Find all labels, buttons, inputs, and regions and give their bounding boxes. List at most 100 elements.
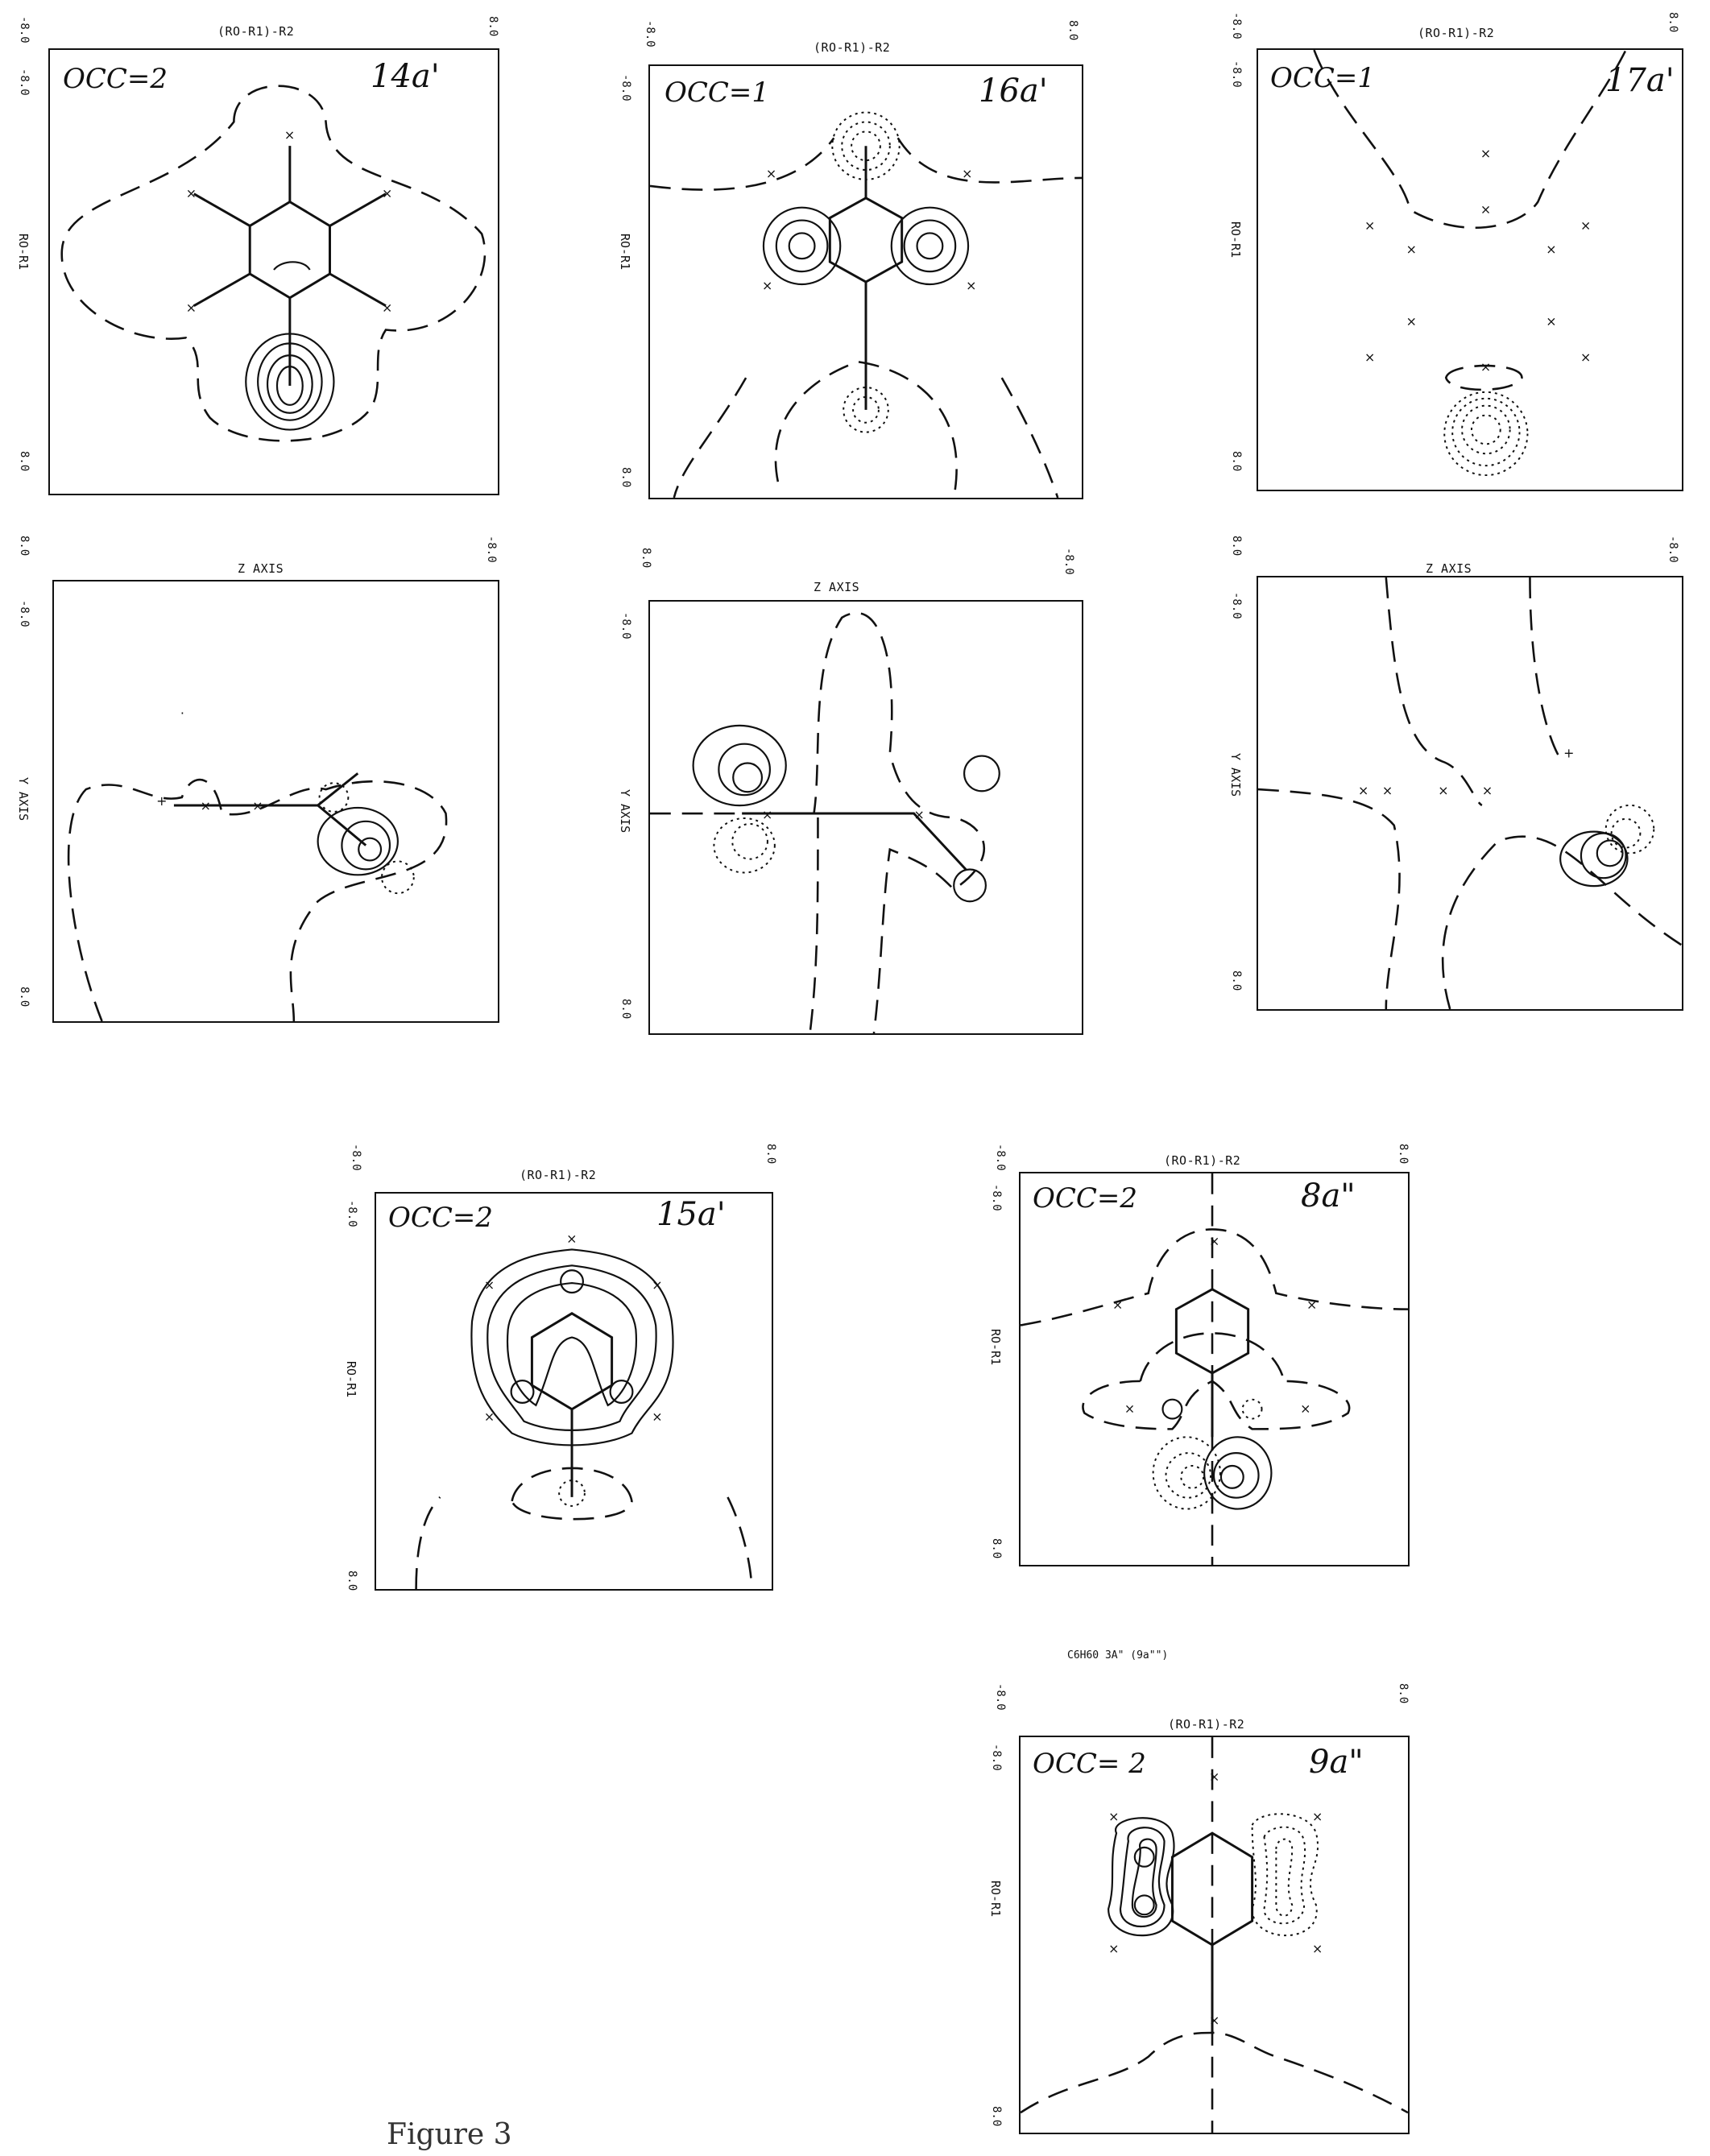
svg-text:×: ×: [1108, 1809, 1119, 1824]
svg-text:×: ×: [1358, 783, 1368, 798]
tick-top-right: 8.0: [1397, 1144, 1410, 1165]
orbital-label: 17a': [1605, 62, 1675, 99]
tick-left-bottom: 8.0: [18, 451, 31, 472]
svg-text:×: ×: [1546, 313, 1556, 329]
svg-text:×: ×: [1480, 359, 1491, 375]
tick-top-left: -8.0: [18, 16, 31, 43]
contour-plot: × ×: [650, 611, 1000, 1033]
occupancy-label: OCC=2: [1033, 1182, 1138, 1215]
axis-label: Y AXIS: [618, 789, 632, 834]
panel-title: (RO-R1)-R2: [814, 40, 891, 55]
svg-text:×: ×: [652, 1277, 662, 1293]
occupancy-label: OCC=2: [63, 63, 168, 95]
tick-top-right: 8.0: [1667, 12, 1679, 33]
svg-text:×: ×: [186, 300, 197, 316]
orbital-label: 16a': [979, 72, 1048, 110]
svg-text:×: ×: [962, 166, 972, 181]
axis-label: RO-R1: [988, 1329, 1003, 1366]
svg-text:+: +: [1563, 745, 1574, 760]
tick-left-top: -8.0: [18, 600, 31, 627]
svg-text:×: ×: [1364, 217, 1375, 233]
svg-text:×: ×: [201, 798, 211, 813]
svg-text:·: ·: [180, 706, 184, 721]
svg-text:×: ×: [1124, 1401, 1135, 1417]
tick-left-top: -8.0: [990, 1184, 1003, 1211]
svg-text:×: ×: [1480, 202, 1491, 217]
contour-plot: × × × × ×: [415, 1231, 753, 1589]
svg-text:×: ×: [1406, 242, 1417, 257]
tick-left-bottom: 8.0: [346, 1570, 358, 1591]
plot-frame: × × × × +: [1257, 576, 1683, 1011]
occupancy-label: OCC= 2: [1033, 1748, 1146, 1780]
svg-text:×: ×: [766, 166, 776, 181]
svg-text:×: ×: [186, 186, 197, 201]
tick-top-left: -8.0: [994, 1683, 1007, 1711]
panel-title: (RO-R1)-R2: [520, 1168, 597, 1182]
svg-text:×: ×: [1209, 2013, 1219, 2028]
tick-top-right: 8.0: [1397, 1683, 1410, 1704]
contour-plot: × × × ×: [650, 111, 1082, 498]
svg-text:×: ×: [566, 1231, 577, 1246]
axis-label: RO-R1: [618, 234, 632, 271]
orbital-label: 14a': [371, 58, 440, 95]
plot-frame: × × × × ×: [1019, 1172, 1410, 1566]
svg-text:×: ×: [1406, 313, 1417, 329]
svg-text:×: ×: [1482, 783, 1493, 798]
orbital-label: 8a": [1301, 1177, 1356, 1215]
occupancy-label: OCC=2: [388, 1202, 494, 1234]
svg-text:×: ×: [1580, 217, 1591, 233]
figure-caption: Figure 3: [387, 2118, 512, 2151]
axis-label: RO-R1: [344, 1361, 358, 1398]
plot-stamp: C6H60 3A" (9a""): [1067, 1649, 1169, 1661]
tick-top-right: -8.0: [1062, 548, 1075, 575]
orbital-label: 9a": [1309, 1744, 1364, 1781]
svg-text:×: ×: [1312, 1941, 1323, 1956]
plot-frame: × × × ×: [648, 64, 1083, 499]
contour-plot: × × × × ×: [1021, 1173, 1408, 1565]
tick-left-bottom: 8.0: [990, 1538, 1003, 1559]
axis-label: RO-R1: [1228, 221, 1243, 259]
tick-top-right: 8.0: [487, 16, 499, 37]
tick-left-bottom: 8.0: [1230, 970, 1243, 991]
panel-title: (RO-R1)-R2: [1164, 1153, 1241, 1168]
svg-text:×: ×: [1580, 350, 1591, 365]
tick-top-left: 8.0: [640, 548, 652, 569]
svg-text:×: ×: [762, 278, 772, 293]
svg-text:×: ×: [966, 278, 976, 293]
tick-left-top: -8.0: [619, 74, 632, 101]
panel-title: (RO-R1)-R2: [1418, 26, 1495, 40]
tick-top-right: 8.0: [1066, 20, 1079, 41]
svg-text:×: ×: [1306, 1297, 1317, 1313]
tick-top-left: -8.0: [350, 1144, 362, 1171]
svg-text:×: ×: [762, 807, 772, 822]
axis-label: Y AXIS: [1228, 753, 1243, 797]
svg-text:+: +: [156, 793, 167, 809]
tick-left-bottom: 8.0: [990, 2106, 1003, 2127]
svg-text:×: ×: [1546, 242, 1556, 257]
axis-label: RO-R1: [16, 234, 31, 271]
svg-text:×: ×: [1438, 783, 1448, 798]
panel-title: (RO-R1)-R2: [1168, 1717, 1245, 1732]
svg-text:×: ×: [1209, 1233, 1219, 1248]
contour-plot: + × × ·: [67, 706, 448, 1021]
tick-left-bottom: 8.0: [18, 987, 31, 1008]
svg-text:×: ×: [1382, 783, 1393, 798]
svg-text:×: ×: [652, 1409, 662, 1425]
tick-left-bottom: 8.0: [619, 999, 632, 1020]
svg-text:×: ×: [284, 127, 295, 143]
orbital-label: 15a': [656, 1196, 726, 1233]
svg-text:×: ×: [914, 807, 925, 822]
svg-text:×: ×: [1209, 1769, 1219, 1785]
plot-frame: × × × × ×: [375, 1192, 773, 1591]
svg-text:×: ×: [1480, 146, 1491, 161]
panel-title: Z AXIS: [238, 561, 284, 576]
svg-text:×: ×: [252, 798, 263, 813]
svg-text:×: ×: [382, 300, 392, 316]
panel-title: Z AXIS: [814, 580, 860, 594]
plot-frame: × ×: [648, 600, 1083, 1035]
axis-label: RO-R1: [988, 1881, 1003, 1918]
svg-text:×: ×: [382, 186, 392, 201]
svg-text:×: ×: [1300, 1401, 1310, 1417]
tick-top-right: 8.0: [764, 1144, 777, 1165]
occupancy-label: OCC=1: [1270, 62, 1376, 94]
